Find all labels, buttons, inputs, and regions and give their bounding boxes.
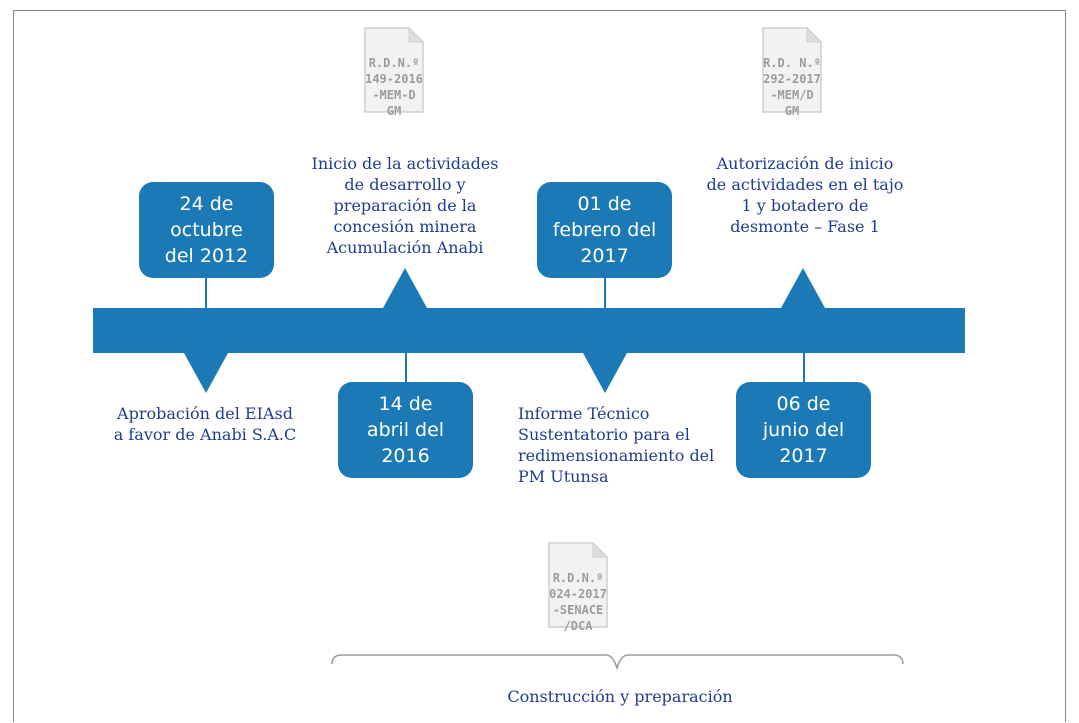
pointer-down-feb-2017: [583, 353, 627, 393]
document-icon-149-2016: R.D.N.º 149-2016 -MEM-D GM: [359, 25, 429, 118]
connector-jun-2017: [803, 353, 805, 383]
date-box-2016: 14 de abril del 2016: [338, 382, 473, 478]
pointer-up-2016: [383, 268, 427, 308]
date-box-feb-2017: 01 de febrero del 2017: [537, 182, 672, 278]
date-box-2012: 24 de octubre del 2012: [139, 182, 274, 278]
timeline-bar: [93, 308, 965, 353]
connector-2012: [205, 278, 207, 308]
pointer-up-jun-2017: [781, 268, 825, 308]
document-ref-292-2017: R.D. N.º 292-2017 -MEM/D GM: [763, 56, 821, 118]
document-ref-024-2017: R.D.N.º 024-2017 -SENACE /DCA: [549, 571, 607, 633]
connector-feb-2017: [604, 278, 606, 308]
document-icon-292-2017: R.D. N.º 292-2017 -MEM/D GM: [757, 25, 827, 118]
document-ref-149-2016: R.D.N.º 149-2016 -MEM-D GM: [365, 56, 423, 118]
label-informe-tecnico: Informe Técnico Sustentatorio para el re…: [518, 404, 715, 486]
pointer-down-2012: [184, 353, 228, 393]
label-eiasd-approval: Aprobación del EIAsd a favor de Anabi S.…: [113, 404, 297, 444]
date-box-jun-2017: 06 de junio del 2017: [736, 382, 871, 478]
label-autorizacion-inicio: Autorización de inicio de actividades en…: [706, 154, 904, 236]
construction-period-label: Construcción y preparación: [507, 687, 733, 706]
connector-2016: [405, 353, 407, 383]
document-icon-024-2017: R.D.N.º 024-2017 -SENACE /DCA: [543, 540, 613, 633]
label-inicio-actividades: Inicio de la actividades de desarrollo y…: [311, 154, 499, 257]
diagram-frame: [13, 10, 1066, 722]
construction-period-brace: [331, 654, 904, 671]
